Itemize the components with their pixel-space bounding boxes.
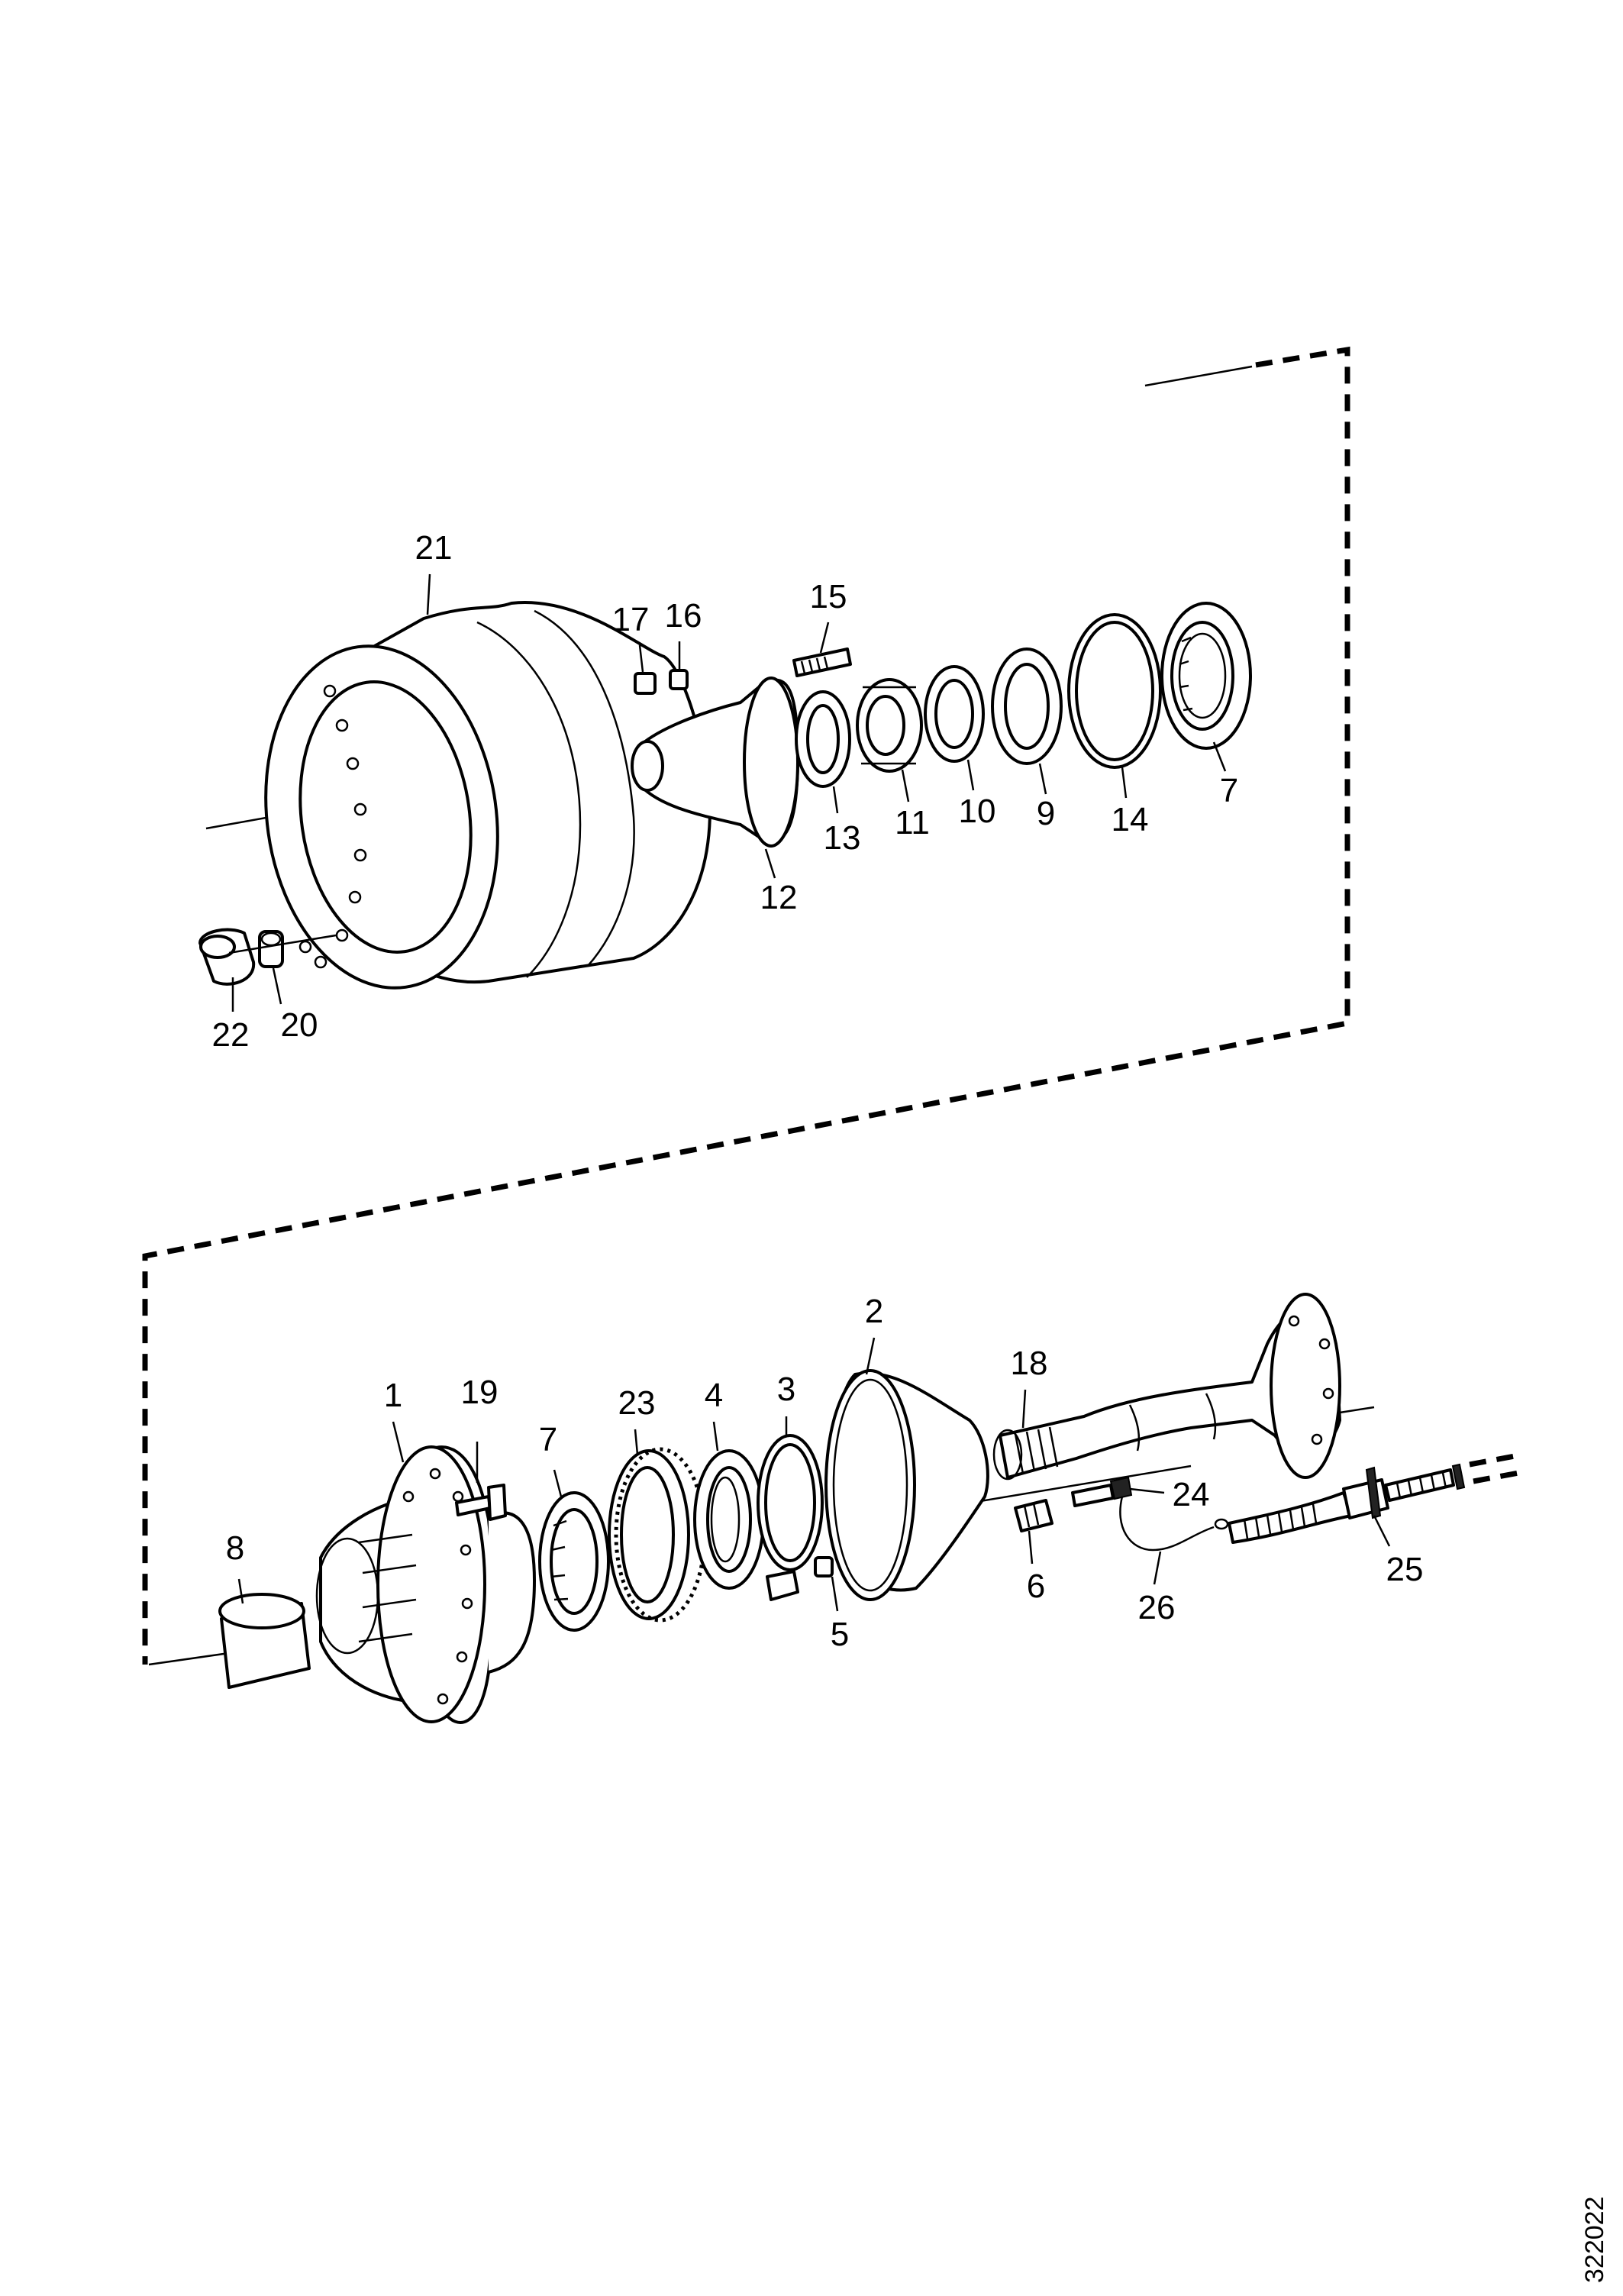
stud-15 — [792, 647, 852, 677]
drum-bolt-holes — [298, 684, 367, 969]
label-22: 22 — [212, 1016, 250, 1054]
seal-ring-14 — [1067, 613, 1162, 769]
label-16: 16 — [665, 597, 702, 635]
label-12: 12 — [760, 879, 798, 916]
label-17: 17 — [612, 601, 650, 638]
washer-10 — [924, 665, 985, 763]
label-15: 15 — [810, 578, 847, 615]
cap-nut-22 — [198, 928, 256, 986]
label-3: 3 — [777, 1371, 795, 1408]
part-number-labels: 21 17 16 15 13 11 10 9 14 7 12 22 20 1 1… — [212, 529, 1424, 1653]
bolt-19 — [455, 1484, 507, 1521]
label-26: 26 — [1138, 1589, 1176, 1626]
label-5: 5 — [831, 1616, 849, 1653]
lower-assembly — [148, 1293, 1528, 1724]
bearing-7-upper — [1160, 602, 1252, 750]
sleeve-6 — [1014, 1499, 1053, 1532]
sleeve-8 — [218, 1593, 311, 1689]
label-6: 6 — [1027, 1568, 1045, 1605]
upper-assembly — [198, 365, 1253, 990]
label-9: 9 — [1037, 795, 1055, 832]
ring-13 — [795, 690, 851, 788]
toothed-ring-23 — [608, 1447, 707, 1623]
hub-bolt-holes — [402, 1468, 473, 1705]
drawing-reference-number: 322022 — [1580, 2197, 1609, 2283]
ring-3 — [757, 1434, 824, 1571]
abs-sensor-24 — [1071, 1476, 1229, 1552]
label-14: 14 — [1112, 801, 1149, 838]
nut-20 — [258, 930, 284, 968]
shaft-flange-holes — [1288, 1315, 1334, 1445]
dust-cover-2 — [824, 1369, 989, 1601]
label-24: 24 — [1173, 1476, 1210, 1513]
axle-shaft-18 — [992, 1293, 1375, 1481]
label-7-upper: 7 — [1220, 772, 1238, 809]
cable-continuation-dashes — [1469, 1452, 1528, 1484]
label-23: 23 — [618, 1384, 656, 1422]
small-nut-16 — [669, 669, 689, 690]
cap-nut-axis — [228, 934, 337, 954]
label-4: 4 — [705, 1377, 723, 1414]
bearing-7-lower — [538, 1491, 610, 1632]
label-20: 20 — [281, 1006, 318, 1044]
assembly-connector-dashed-line — [142, 346, 1350, 1665]
label-2: 2 — [865, 1293, 883, 1330]
lock-washer-9 — [991, 647, 1063, 765]
brake-drum — [264, 601, 711, 990]
small-nut-17 — [634, 672, 657, 695]
cable-spring-25 — [1228, 1463, 1466, 1544]
label-19: 19 — [461, 1374, 499, 1411]
label-10: 10 — [959, 793, 996, 830]
label-1: 1 — [384, 1377, 402, 1414]
label-13: 13 — [824, 819, 861, 857]
leader-lines — [231, 573, 1391, 1612]
label-25: 25 — [1386, 1551, 1424, 1588]
label-18: 18 — [1011, 1345, 1048, 1382]
sensor-holder-5 — [766, 1556, 834, 1601]
label-21: 21 — [415, 529, 453, 567]
label-7-lower: 7 — [539, 1421, 557, 1458]
label-11: 11 — [895, 804, 930, 841]
lock-nut-11 — [856, 678, 923, 773]
label-8: 8 — [226, 1529, 244, 1567]
seal-4 — [693, 1449, 765, 1590]
